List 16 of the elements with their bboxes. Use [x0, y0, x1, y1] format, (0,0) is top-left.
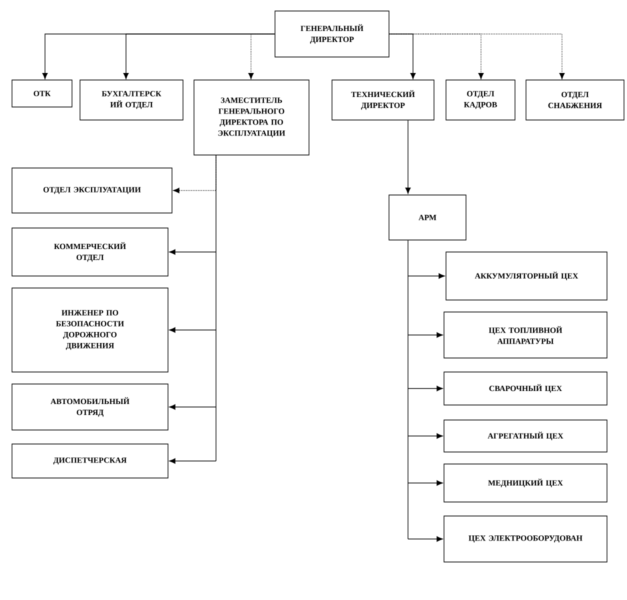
- arrow: [389, 34, 416, 80]
- arrow: [169, 327, 216, 333]
- arrow: [405, 120, 411, 194]
- arrow: [389, 34, 565, 80]
- arrow: [408, 273, 445, 279]
- arrow: [173, 155, 216, 194]
- arrow: [408, 433, 443, 439]
- arrow: [248, 34, 275, 80]
- arrow: [169, 249, 216, 255]
- arrow: [408, 332, 443, 338]
- arrow: [169, 404, 216, 410]
- arrow: [408, 536, 443, 542]
- arrow: [169, 458, 216, 464]
- arrow: [123, 34, 275, 80]
- arrow: [408, 386, 443, 392]
- arrow: [408, 480, 443, 486]
